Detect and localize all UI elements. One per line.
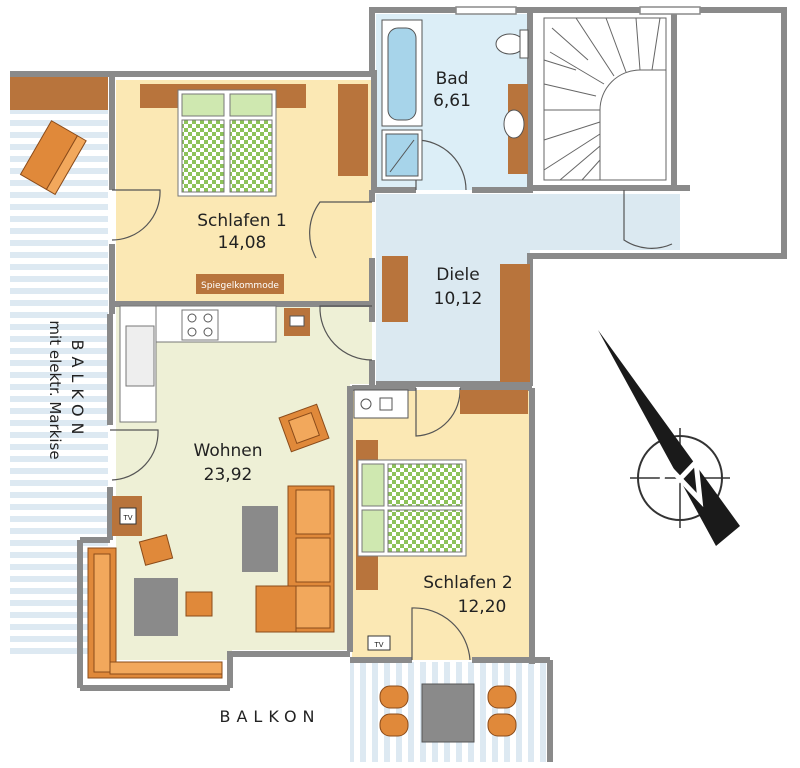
spiegelkommode: Spiegelkommode [196,274,284,294]
walls [10,7,787,762]
double-bed-1 [140,84,306,197]
sun-lounger [19,120,87,196]
armchair [278,403,330,453]
schlafen1-area: 14,08 [218,233,267,253]
schlafen2-name: Schlafen 2 [423,573,513,593]
label-diele: Diele 10,12 [434,265,483,309]
toilet-icon [495,29,529,59]
tv-label: TV [122,514,132,522]
balcony-bottom-title: BALKON [219,707,320,726]
balcony-table-set [379,683,517,743]
wardrobe [338,84,368,176]
schlafen2-area: 12,20 [458,597,507,617]
bathtub-icon [381,19,423,127]
dining-table [134,578,178,636]
coffee-table [242,506,278,572]
bad-area: 6,61 [433,91,471,111]
diele-name: Diele [436,265,479,285]
staircase-icon [543,17,667,181]
stove-icon [353,389,409,419]
dining-sofa [87,547,223,679]
tv-stand-2: TV [367,635,391,651]
label-schlafen-1: Schlafen 1 14,08 [197,211,287,253]
diele-area: 10,12 [434,289,483,309]
wohnen-area: 23,92 [204,465,253,485]
wardrobe-2 [460,390,528,414]
label-wohnen: Wohnen 23,92 [194,441,263,485]
balcony-left-subtitle: mit elektr. Markise [46,320,64,459]
tv-label-2: TV [373,641,383,649]
sofa-l-shape [255,485,335,633]
balcony-left [10,76,108,686]
hall-cabinet-left [382,256,408,322]
washbasin-icon [503,84,528,174]
shower-icon [381,129,423,181]
doors [110,139,673,661]
dining-chair-1 [138,534,174,566]
wohnen-name: Wohnen [194,441,263,461]
compass-icon [598,330,740,546]
hall-cabinet-right [500,264,530,382]
label-balcony-left: BALKON mit elektr. Markise [46,320,87,459]
tv-stand: TV [112,496,142,536]
balcony-left-title: BALKON [68,339,87,440]
windows [455,6,701,15]
spiegelkommode-label: Spiegelkommode [201,281,279,291]
kitchen-chair [284,308,310,336]
kitchen-counter [119,305,277,423]
bad-name: Bad [436,69,469,89]
double-bed-2 [356,440,467,590]
label-schlafen-2: Schlafen 2 12,20 [423,573,513,617]
dining-chair-2 [185,591,213,617]
schlafen1-name: Schlafen 1 [197,211,287,231]
label-bad: Bad 6,61 [433,69,471,111]
